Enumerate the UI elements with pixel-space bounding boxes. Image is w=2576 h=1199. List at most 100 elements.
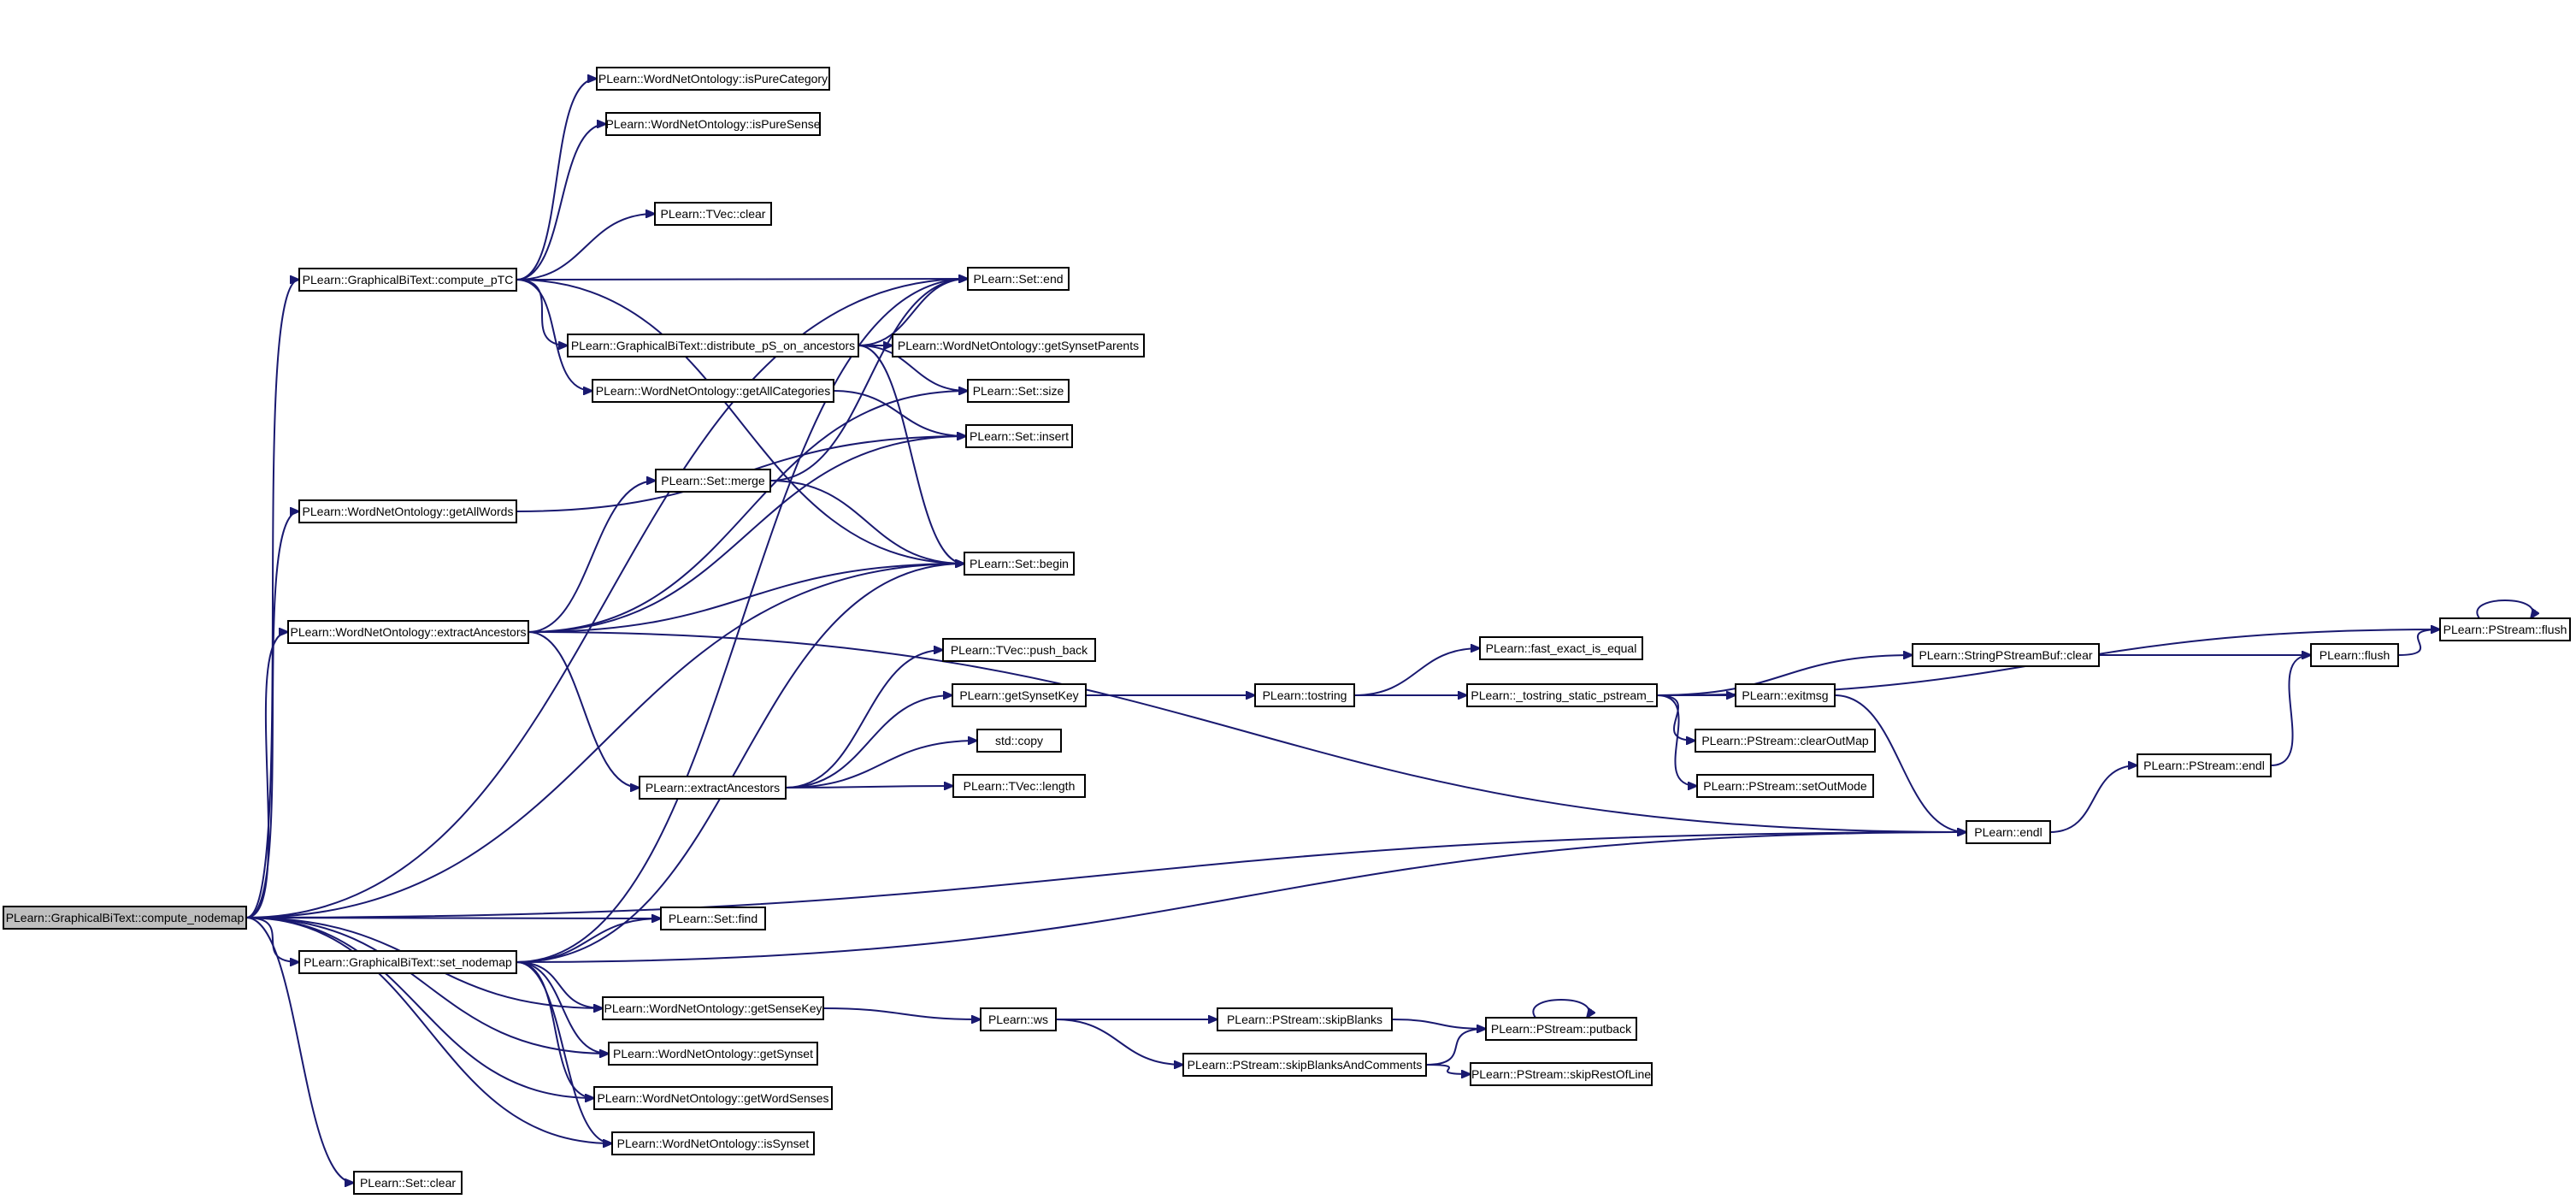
call-edge-getAllCategories-to-set_insert bbox=[833, 390, 966, 436]
node-box bbox=[2310, 643, 2399, 667]
node-set_size[interactable]: PLearn::Set::size bbox=[967, 379, 1070, 403]
call-edge-getSenseKey-to-ws bbox=[822, 1007, 981, 1019]
node-box bbox=[298, 268, 517, 292]
node-label: PLearn::WordNetOntology::getSenseKey bbox=[604, 1001, 822, 1015]
node-label: PLearn::TVec::clear bbox=[661, 207, 766, 221]
call-edge-skipBlanksAndComments-to-putback bbox=[1425, 1029, 1486, 1066]
call-edge-distribute-to-set_begin bbox=[858, 345, 964, 564]
node-box bbox=[593, 1086, 833, 1110]
node-tvec_length[interactable]: PLearn::TVec::length bbox=[952, 774, 1086, 798]
call-edge-ws-to-skipBlanksAndComments bbox=[1055, 1019, 1183, 1065]
node-label: PLearn::extractAncestors bbox=[645, 781, 780, 794]
call-edge-pstream_endl-to-flush bbox=[2270, 655, 2311, 766]
node-getSenseKey[interactable]: PLearn::WordNetOntology::getSenseKey bbox=[602, 996, 824, 1020]
node-ws[interactable]: PLearn::ws bbox=[980, 1007, 1057, 1031]
node-spsb_clear[interactable]: PLearn::StringPStreamBuf::clear bbox=[1912, 643, 2100, 667]
node-set_insert[interactable]: PLearn::Set::insert bbox=[965, 424, 1073, 448]
node-label: PLearn::GraphicalBiText::compute_pTC bbox=[303, 273, 514, 286]
node-compute_pTC[interactable]: PLearn::GraphicalBiText::compute_pTC bbox=[298, 268, 517, 292]
node-setOutMode[interactable]: PLearn::PStream::setOutMode bbox=[1696, 774, 1874, 798]
node-label: PLearn::PStream::setOutMode bbox=[1703, 779, 1867, 793]
call-edge-exitmsg-to-endl bbox=[1834, 694, 1966, 832]
node-tostring[interactable]: PLearn::tostring bbox=[1254, 683, 1355, 707]
node-label: PLearn::fast_exact_is_equal bbox=[1486, 641, 1637, 655]
node-label: PLearn::GraphicalBiText::set_nodemap bbox=[304, 955, 512, 969]
node-extractAncestors[interactable]: PLearn::extractAncestors bbox=[639, 776, 787, 800]
node-exitmsg[interactable]: PLearn::exitmsg bbox=[1735, 683, 1836, 707]
node-box bbox=[1485, 1017, 1637, 1041]
node-getAllWords[interactable]: PLearn::WordNetOntology::getAllWords bbox=[298, 499, 517, 523]
node-isPureCategory[interactable]: PLearn::WordNetOntology::isPureCategory bbox=[596, 67, 830, 91]
node-extractAncestorsWN[interactable]: PLearn::WordNetOntology::extractAncestor… bbox=[287, 620, 529, 644]
node-distribute[interactable]: PLearn::GraphicalBiText::distribute_pS_o… bbox=[567, 334, 859, 357]
node-box bbox=[567, 334, 859, 357]
node-getSynsetParents[interactable]: PLearn::WordNetOntology::getSynsetParent… bbox=[892, 334, 1145, 357]
node-std_copy[interactable]: std::copy bbox=[976, 729, 1062, 753]
node-set_merge[interactable]: PLearn::Set::merge bbox=[655, 469, 771, 493]
node-isSynset[interactable]: PLearn::WordNetOntology::isSynset bbox=[611, 1131, 815, 1155]
node-box bbox=[298, 499, 517, 523]
node-label: PLearn::PStream::skipBlanks bbox=[1227, 1013, 1382, 1026]
call-edge-compute_pTC-to-distribute bbox=[516, 279, 568, 346]
node-box bbox=[2137, 753, 2272, 777]
call-edge-compute_nodemap-to-extractAncestorsWN bbox=[245, 632, 288, 918]
call-edge-compute_nodemap-to-getSynset bbox=[245, 917, 609, 1054]
call-edge-compute_pTC-to-isPureCategory bbox=[516, 79, 597, 281]
node-box bbox=[965, 424, 1073, 448]
node-skipRestOfLine[interactable]: PLearn::PStream::skipRestOfLine bbox=[1470, 1062, 1653, 1086]
node-label: PLearn::PStream::endl bbox=[2143, 759, 2265, 772]
node-getSynsetKey[interactable]: PLearn::getSynsetKey bbox=[952, 683, 1087, 707]
node-label: PLearn::WordNetOntology::getAllWords bbox=[303, 505, 514, 518]
node-flush[interactable]: PLearn::flush bbox=[2310, 643, 2399, 667]
node-box bbox=[287, 620, 529, 644]
node-set_begin[interactable]: PLearn::Set::begin bbox=[964, 552, 1075, 576]
node-label: PLearn::WordNetOntology::getSynset bbox=[613, 1047, 813, 1060]
node-label: PLearn::StringPStreamBuf::clear bbox=[1919, 648, 2092, 662]
node-label: PLearn::Set::size bbox=[973, 384, 1064, 398]
node-label: PLearn::PStream::skipRestOfLine bbox=[1471, 1067, 1651, 1081]
node-set_clear[interactable]: PLearn::Set::clear bbox=[353, 1171, 463, 1195]
node-pstream_flush[interactable]: PLearn::PStream::flush bbox=[2439, 617, 2571, 641]
node-box bbox=[2439, 617, 2571, 641]
node-layer: PLearn::GraphicalBiText::compute_nodemap… bbox=[3, 67, 2571, 1195]
node-push_back[interactable]: PLearn::TVec::push_back bbox=[942, 638, 1096, 662]
node-getAllCategories[interactable]: PLearn::WordNetOntology::getAllCategorie… bbox=[592, 379, 834, 403]
node-pstream_endl[interactable]: PLearn::PStream::endl bbox=[2137, 753, 2272, 777]
call-edge-extractAncestorsWN-to-set_insert bbox=[528, 436, 966, 633]
node-clearOutMap[interactable]: PLearn::PStream::clearOutMap bbox=[1695, 729, 1876, 753]
node-label: PLearn::PStream::putback bbox=[1491, 1022, 1632, 1036]
node-box bbox=[592, 379, 834, 403]
call-edge-extractAncestors-to-std_copy bbox=[785, 741, 977, 789]
node-endl[interactable]: PLearn::endl bbox=[1966, 820, 2051, 844]
node-set_end[interactable]: PLearn::Set::end bbox=[967, 267, 1070, 291]
node-getSynset[interactable]: PLearn::WordNetOntology::getSynset bbox=[608, 1042, 818, 1066]
node-skipBlanksAndComments[interactable]: PLearn::PStream::skipBlanksAndComments bbox=[1182, 1053, 1427, 1077]
node-tvec_clear[interactable]: PLearn::TVec::clear bbox=[654, 202, 772, 226]
node-label: PLearn::WordNetOntology::getWordSenses bbox=[597, 1091, 828, 1105]
node-set_find[interactable]: PLearn::Set::find bbox=[660, 907, 766, 930]
call-edge-set_merge-to-set_end bbox=[769, 279, 968, 481]
node-box bbox=[639, 776, 787, 800]
node-label: PLearn::WordNetOntology::extractAncestor… bbox=[291, 625, 527, 639]
node-putback[interactable]: PLearn::PStream::putback bbox=[1485, 1017, 1637, 1041]
node-box bbox=[964, 552, 1075, 576]
node-box bbox=[1217, 1007, 1393, 1031]
call-edge-set_nodemap-to-getWordSenses bbox=[516, 961, 594, 1098]
node-box bbox=[1466, 683, 1658, 707]
node-skipBlanks[interactable]: PLearn::PStream::skipBlanks bbox=[1217, 1007, 1393, 1031]
node-box bbox=[596, 67, 830, 91]
node-fast_exact[interactable]: PLearn::fast_exact_is_equal bbox=[1479, 636, 1643, 660]
node-compute_nodemap[interactable]: PLearn::GraphicalBiText::compute_nodemap bbox=[3, 906, 247, 930]
node-isPureSense[interactable]: PLearn::WordNetOntology::isPureSense bbox=[605, 112, 821, 136]
node-label: PLearn::WordNetOntology::isPureSense bbox=[605, 117, 820, 131]
node-box bbox=[1695, 729, 1876, 753]
call-edge-compute_nodemap-to-endl bbox=[245, 832, 1966, 918]
node-tostring_static[interactable]: PLearn::_tostring_static_pstream_ bbox=[1466, 683, 1658, 707]
call-edge-extractAncestorsWN-to-set_begin bbox=[528, 564, 964, 633]
call-edge-extractAncestors-to-tvec_length bbox=[785, 786, 953, 788]
call-edge-extractAncestorsWN-to-extractAncestors bbox=[528, 631, 640, 788]
call-edge-set_nodemap-to-set_find bbox=[516, 918, 661, 963]
node-getWordSenses[interactable]: PLearn::WordNetOntology::getWordSenses bbox=[593, 1086, 833, 1110]
node-set_nodemap[interactable]: PLearn::GraphicalBiText::set_nodemap bbox=[298, 950, 517, 974]
